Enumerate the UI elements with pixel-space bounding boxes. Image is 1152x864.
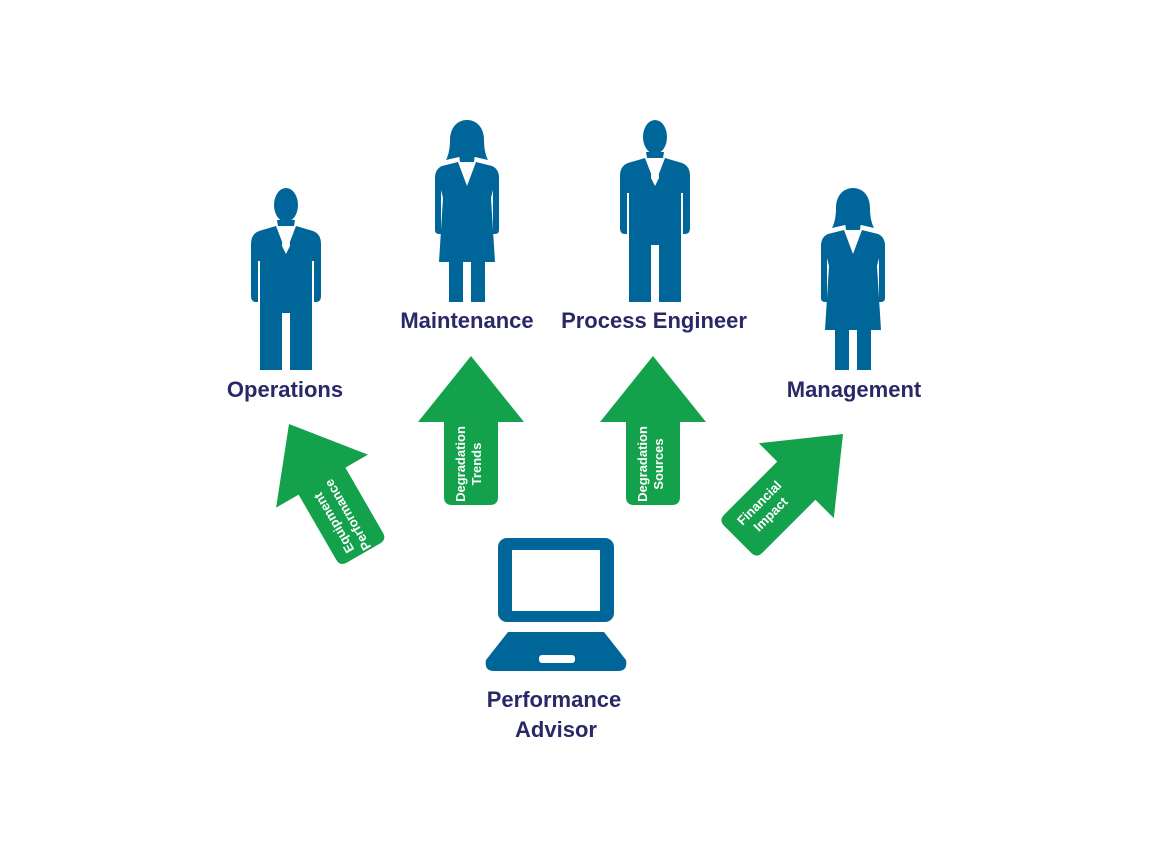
person-man-icon-operations [251,188,321,370]
laptop-icon [485,538,627,671]
person-woman-icon-maintenance [435,120,499,302]
role-label-process-engineer: Process Engineer [561,308,747,333]
arrow-label-process_engineer-line-2: Sources [651,438,666,489]
arrow-label-process_engineer-line-1: Degradation [635,426,650,502]
arrow-label-maintenance-line-1: Degradation [453,426,468,502]
person-man-icon-process_engineer [620,120,690,302]
role-label-operations: Operations [227,377,343,402]
person-woman-icon-management [821,188,885,370]
role-label-management: Management [787,377,922,402]
source-label-line-2: Advisor [515,717,597,742]
up-arrow-icon [700,396,881,577]
source-label-line-1: Performance [487,687,622,712]
role-label-maintenance: Maintenance [400,308,533,333]
arrow-label-maintenance-line-2: Trends [469,443,484,486]
